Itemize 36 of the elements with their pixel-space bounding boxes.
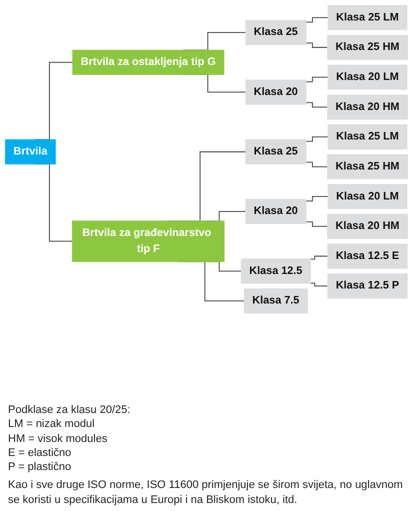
node-box [245, 139, 306, 164]
node-box [72, 50, 224, 75]
legend-note: LM = nizak modul [8, 417, 96, 432]
node-box [244, 288, 308, 314]
legend-note: HM = visok modules [8, 432, 108, 446]
node-box [327, 214, 408, 239]
node-box [327, 273, 408, 299]
connector [306, 221, 328, 227]
connector [310, 256, 328, 260]
node-box [328, 5, 408, 30]
node-box [5, 139, 56, 164]
node-box [328, 184, 408, 210]
connector [306, 196, 328, 202]
node-box [327, 154, 408, 180]
node-box [328, 64, 408, 90]
connector [306, 136, 328, 142]
connector [306, 42, 328, 48]
connector [306, 102, 328, 108]
node-box [327, 34, 408, 60]
node-box [245, 20, 306, 46]
node-box [327, 244, 408, 269]
connector [310, 282, 328, 287]
connector [306, 17, 328, 23]
node-box [328, 124, 408, 150]
legend-note: E = elastično [8, 446, 72, 460]
connector [306, 76, 328, 82]
legend-note: Podklase za klasu 20/25: [8, 402, 132, 418]
connector [306, 162, 328, 168]
node-box [240, 258, 311, 284]
node-box [245, 80, 306, 105]
legend-note: P = plastično [8, 460, 72, 474]
node-box [327, 94, 408, 120]
tree-diagram: Brtvila Brtvila za ostakljenja tip G Klasa 25 Klasa 25 LM Klasa 25 HM Klasa 20 Klasa 20 LM Klasa 20 HM Brtvila za građevinarstvo tip F Klasa 25 Klasa 25 LM Klasa 25 HM Klasa 20 Klasa 20 LM Klasa 20 HM Klasa 12.5 Klasa 12.5 E Klasa 12.5 P Klasa 7.5 [0, 0, 413, 319]
note-paragraph: Kao i sve druge ISO norme, ISO 11600 primjenjuje se širom svijeta, no uglavnom se koristi u specifikacijama u Europi i na Bliskom istoku, itd. [8, 478, 404, 507]
node-box [72, 220, 225, 262]
node-box [245, 198, 306, 224]
